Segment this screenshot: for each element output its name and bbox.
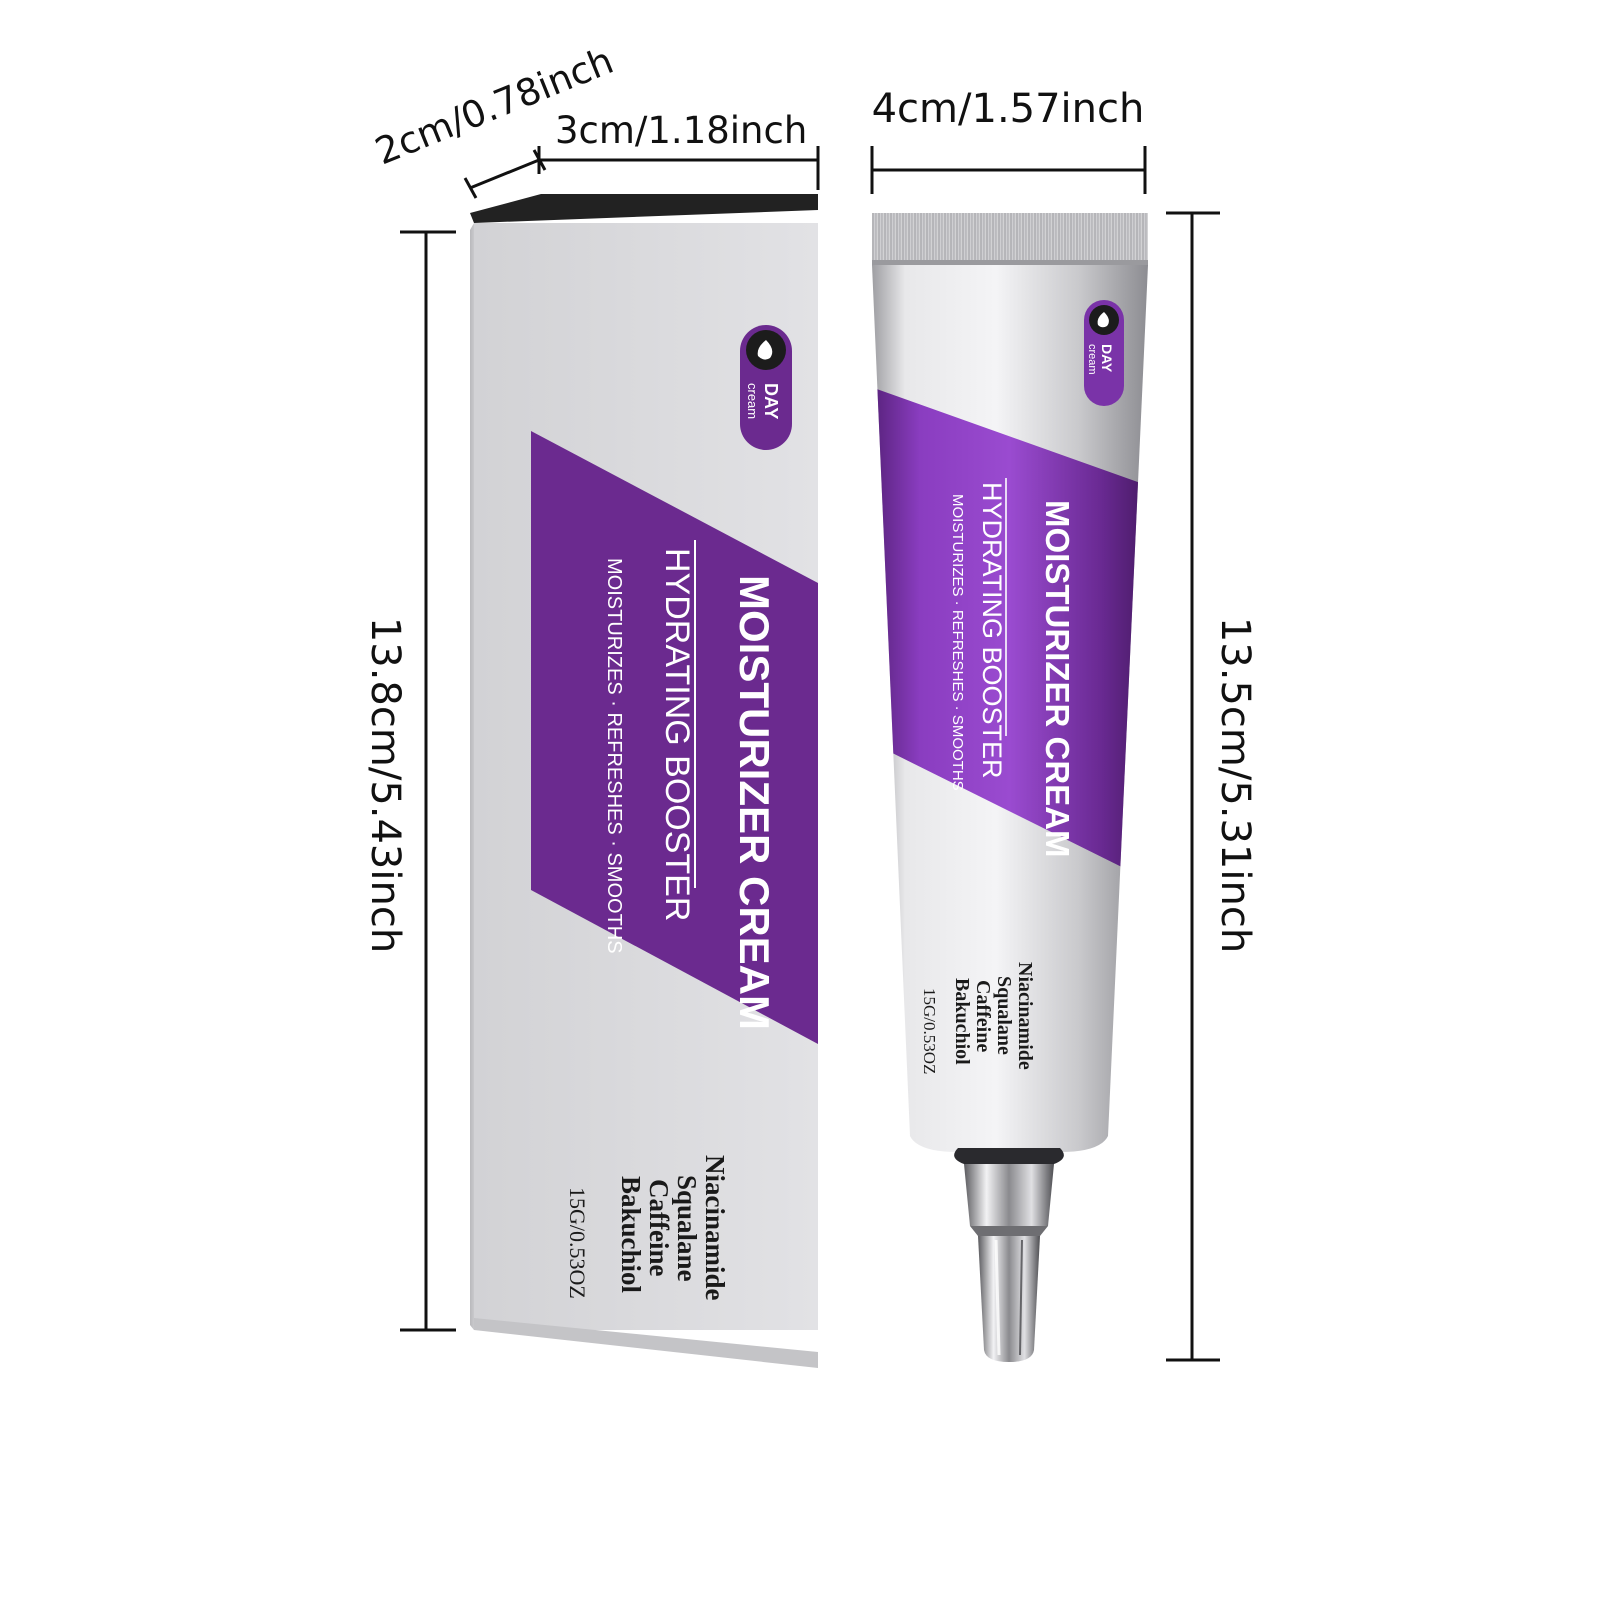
tube-ingredient-4: Bakuchiol [951,978,973,1065]
tube-title: MOISTURIZER CREAM [1039,500,1076,858]
box-width-dimension [537,146,820,190]
box-ingredient-3: Caffeine [644,1179,674,1276]
product-tube: DAY cream MOISTURIZER CREAM HYDRATING BO… [872,213,1148,1362]
box-tagline: MOISTURIZES · REFRESHES · SMOOTHS [603,558,625,954]
tube-crimp [872,213,1148,265]
drop-icon [1097,312,1109,328]
box-ingredients: Niacinamide Squalane Caffeine Bakuchiol … [565,1155,730,1301]
tube-badge-cream: cream [1086,344,1098,375]
tube-nozzle [964,1164,1054,1362]
box-day-cream-badge: DAY cream [740,325,792,450]
tube-subtitle: HYDRATING BOOSTER [977,482,1007,779]
tube-ingredient-3: Caffeine [972,980,994,1052]
product-box: DAY cream MOISTURIZER CREAM HYDRATING BO… [470,194,818,1368]
box-net-weight: 15G/0.53OZ [565,1187,590,1299]
box-ingredient-1: Niacinamide [700,1155,730,1301]
box-purple-band [531,431,818,1044]
box-width-label: 3cm/1.18inch [555,109,807,152]
tube-ingredient-2: Squalane [993,976,1015,1055]
box-ingredient-4: Bakuchiol [616,1176,646,1294]
tube-height-dimension [1166,211,1220,1362]
tube-width-label: 4cm/1.57inch [872,86,1145,132]
box-side [470,223,474,1330]
tube-tagline: MOISTURIZES · REFRESHES · SMOOTHS [949,494,966,791]
box-top [470,194,818,223]
box-title: MOISTURIZER CREAM [731,575,778,1030]
box-subtitle: HYDRATING BOOSTER [658,548,696,921]
box-height-label: 13.8cm/5.43inch [362,617,408,953]
tube-ingredients: Niacinamide Squalane Caffeine Bakuchiol … [920,962,1036,1074]
tube-ingredient-1: Niacinamide [1014,962,1036,1070]
box-badge-cream: cream [745,383,760,419]
tube-purple-band [872,383,1148,886]
tube-net-weight: 15G/0.53OZ [920,988,939,1074]
tube-day-cream-badge: DAY cream [1084,300,1124,406]
drop-icon [757,340,773,360]
tube-width-dimension [870,146,1147,194]
box-height-dimension [400,230,456,1332]
tube-shoulder [954,1148,1064,1164]
box-depth-label: 2cm/0.78inch [369,39,619,173]
box-depth-dimension [463,149,547,199]
tube-badge-day: DAY [1099,344,1115,373]
box-ingredient-2: Squalane [672,1175,702,1282]
tube-height-label: 13.5cm/5.31inch [1212,617,1258,953]
box-badge-day: DAY [761,383,781,419]
